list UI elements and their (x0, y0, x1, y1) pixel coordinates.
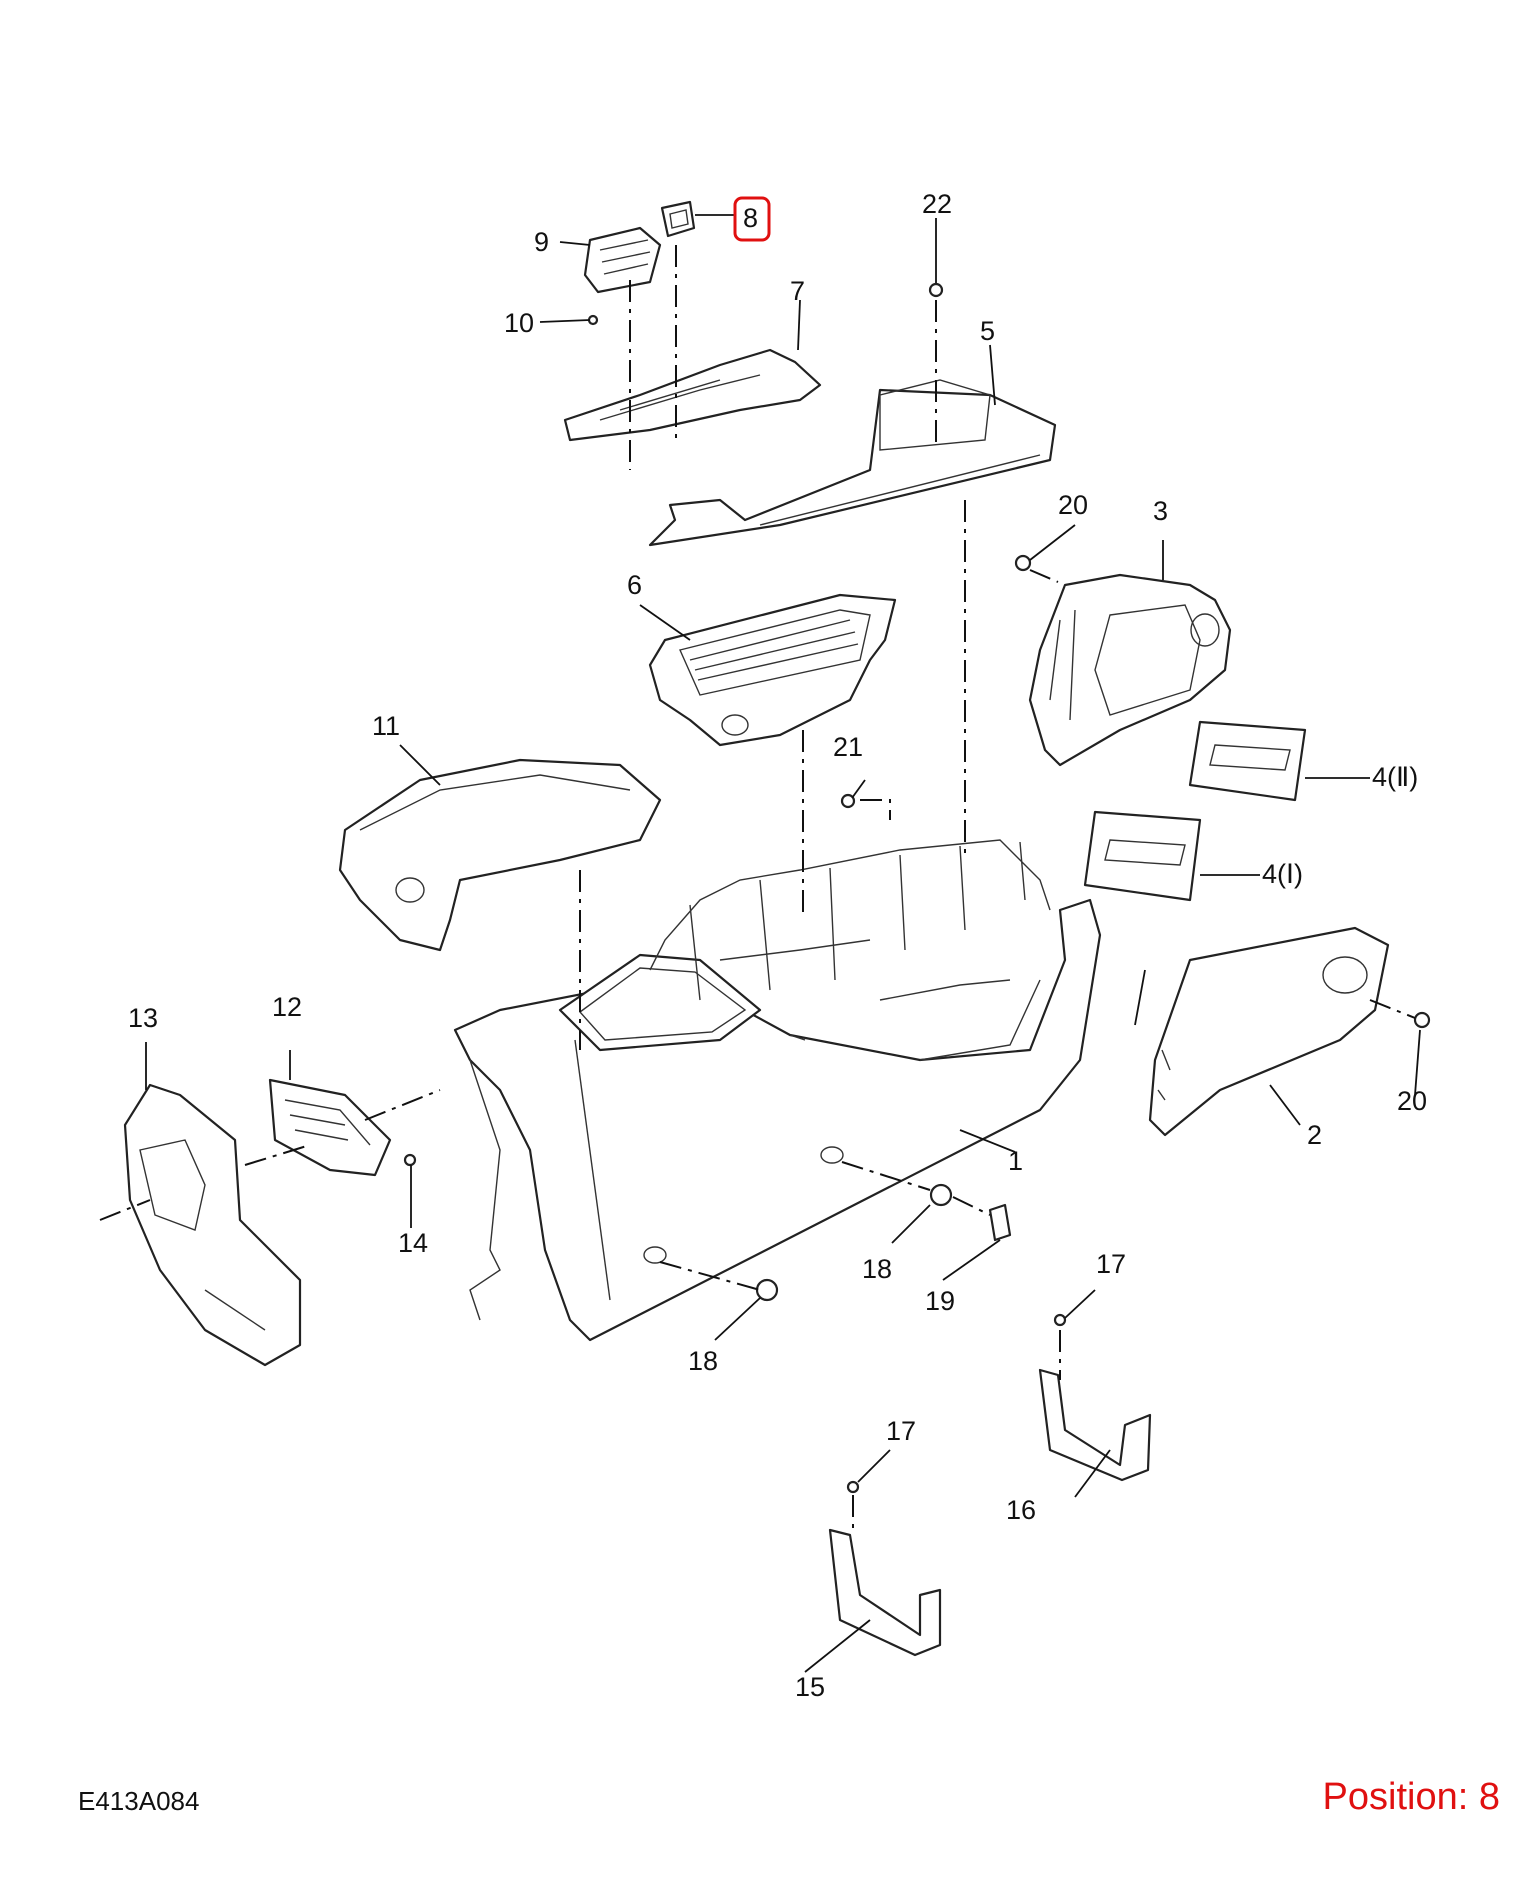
part-7-shifter-trim[interactable] (563, 348, 822, 442)
callout-15[interactable]: 15 (795, 1672, 826, 1702)
leader-lines (145, 214, 1421, 1673)
part-8-switch[interactable] (660, 200, 696, 238)
part-22-screw[interactable] (928, 282, 944, 298)
callout-18-left[interactable]: 18 (688, 1346, 719, 1376)
part-18-fastener-a[interactable] (929, 1183, 953, 1207)
callout-8[interactable]: 8 (743, 203, 759, 233)
callout-11[interactable]: 11 (372, 711, 401, 741)
callout-2[interactable]: 2 (1307, 1120, 1323, 1150)
part-12-rear-vent[interactable] (268, 1078, 392, 1177)
callout-7[interactable]: 7 (790, 276, 806, 306)
part-13-rear-trim[interactable] (123, 1083, 302, 1367)
part-21-screw[interactable] (840, 793, 856, 809)
part-14-fastener[interactable] (403, 1153, 417, 1167)
callout-9[interactable]: 9 (534, 227, 550, 257)
part-4-I-trim-plate[interactable] (1083, 810, 1202, 902)
part-2-side-panel[interactable] (1148, 926, 1390, 1137)
part-20-fastener-a[interactable] (1014, 554, 1032, 572)
part-19-clip[interactable] (988, 1203, 1012, 1242)
callout-4-I[interactable]: 4(Ⅰ) (1262, 859, 1303, 889)
callout-19[interactable]: 19 (925, 1286, 956, 1316)
part-15-bracket[interactable] (828, 1480, 942, 1657)
callout-5[interactable]: 5 (980, 316, 996, 346)
callout-17-lower[interactable]: 17 (886, 1416, 917, 1446)
callout-18-right[interactable]: 18 (862, 1254, 893, 1284)
position-readout: Position: 8 (1322, 1776, 1500, 1818)
callout-20-upper[interactable]: 20 (1058, 490, 1089, 520)
part-11-armrest[interactable] (338, 758, 662, 952)
part-9-switch-pack[interactable] (583, 226, 662, 294)
callout-17-upper[interactable]: 17 (1096, 1249, 1127, 1279)
callout-21[interactable]: 21 (833, 732, 864, 762)
callout-16[interactable]: 16 (1006, 1495, 1037, 1525)
callout-13[interactable]: 13 (128, 1003, 159, 1033)
callout-10[interactable]: 10 (504, 308, 535, 338)
diagram-code: E413A084 (78, 1786, 200, 1816)
callout-12[interactable]: 12 (272, 992, 303, 1022)
part-4-II-trim-plate[interactable] (1188, 720, 1307, 802)
part-6-cupholder[interactable] (648, 593, 897, 747)
callout-14[interactable]: 14 (398, 1228, 429, 1258)
part-18-fastener-b[interactable] (755, 1278, 779, 1302)
callout-20-lower[interactable]: 20 (1397, 1086, 1428, 1116)
callout-22[interactable]: 22 (922, 189, 953, 219)
part-1-console-body[interactable] (453, 839, 1102, 1342)
callout-6[interactable]: 6 (627, 570, 643, 600)
part-20-fastener-b[interactable] (1413, 1011, 1431, 1029)
part-10-screw[interactable] (587, 314, 599, 326)
part-3-side-trim[interactable] (1028, 573, 1232, 767)
callout-4-II[interactable]: 4(Ⅱ) (1372, 762, 1419, 792)
assembly-lines (99, 245, 1416, 1535)
part-5-upper-trim[interactable] (648, 379, 1057, 547)
callout-8-highlight (733, 196, 771, 242)
callout-1[interactable]: 1 (1008, 1146, 1024, 1176)
part-16-bracket[interactable] (1038, 1313, 1152, 1482)
callout-3[interactable]: 3 (1153, 496, 1169, 526)
